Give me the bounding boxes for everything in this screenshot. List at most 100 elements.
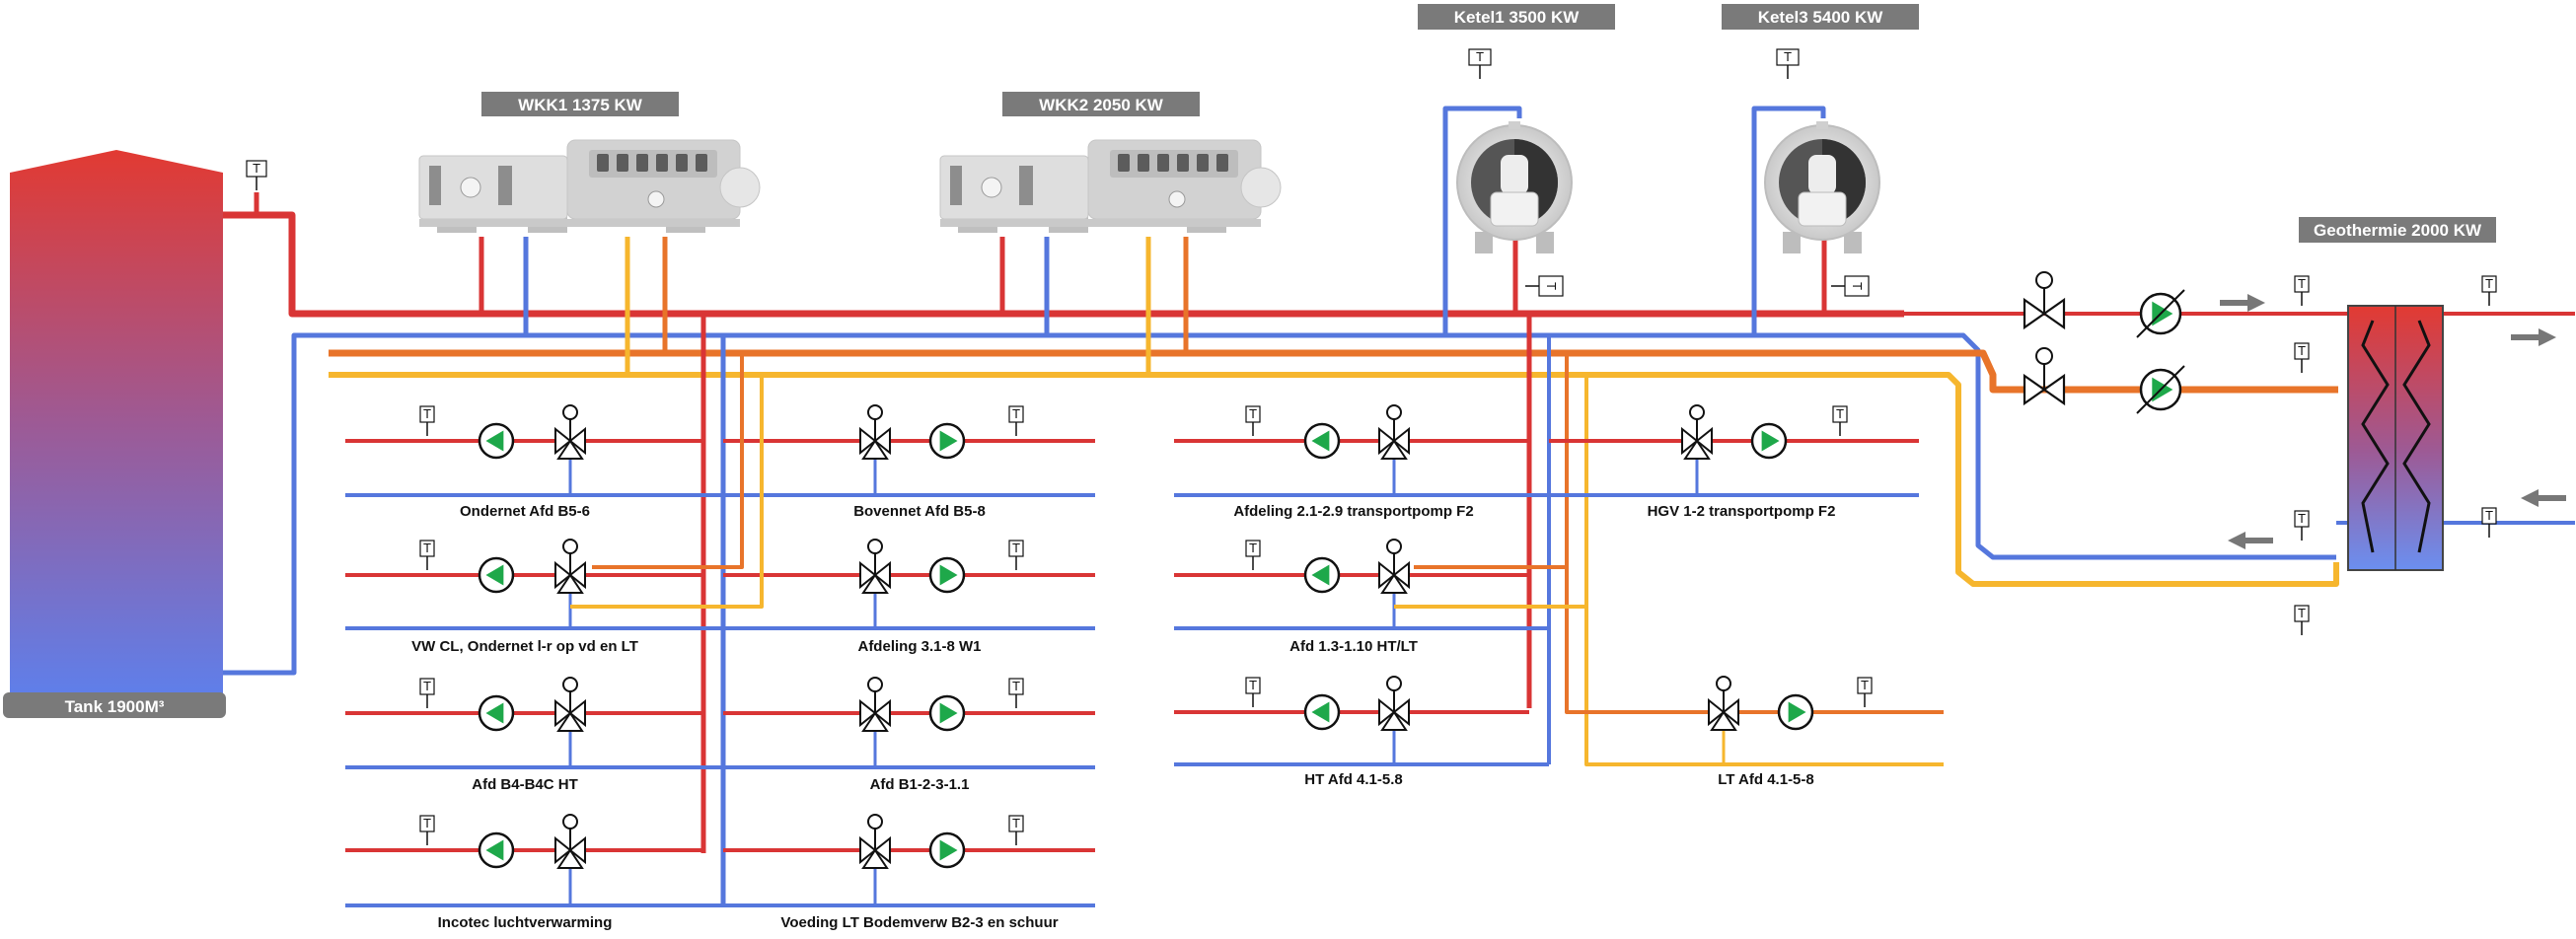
pump-icon[interactable] — [478, 831, 515, 869]
circuit-label-2: Bovennet Afd B5-8 — [853, 503, 986, 520]
main-cold-header — [223, 332, 2336, 676]
mid-riser-right — [1565, 353, 1944, 714]
temperature-sensor-icon: T — [246, 160, 267, 190]
sensor-letter: T — [422, 542, 431, 555]
sensor-letter: T — [2297, 277, 2306, 291]
boiler-icon[interactable] — [1456, 121, 1573, 253]
three-way-valve-icon[interactable] — [554, 539, 586, 594]
buffer-tank[interactable]: Tank 1900M³ — [3, 150, 226, 718]
sensor-letter: T — [1248, 407, 1257, 421]
circuit-label-11: Afd 1.3-1.10 HT/LT — [1289, 638, 1418, 655]
pump-icon[interactable] — [2136, 365, 2185, 414]
temperature-sensor-icon: T — [2294, 510, 2310, 541]
pump-icon[interactable] — [928, 556, 966, 594]
sensor-letter: T — [1835, 407, 1844, 421]
temperature-sensor-icon: T — [2294, 342, 2310, 373]
sensor-letter: T — [2297, 344, 2306, 358]
pump-icon[interactable] — [1777, 693, 1814, 731]
ketel3-title: Ketel3 5400 KW — [1722, 4, 1919, 30]
chp-engine-icon[interactable] — [939, 139, 1282, 233]
three-way-valve-icon[interactable] — [859, 539, 891, 594]
sensor-letter: T — [2484, 509, 2493, 523]
circuit-label-5: Afd B4-B4C HT — [472, 776, 578, 793]
circuit-label-1: Ondernet Afd B5-6 — [460, 503, 590, 520]
sensor-letter: T — [1248, 542, 1257, 555]
pump-icon[interactable] — [1303, 693, 1341, 731]
pump-icon[interactable] — [478, 694, 515, 732]
sensor-letter: T — [1850, 281, 1864, 290]
three-way-valve-icon[interactable] — [1708, 676, 1739, 731]
flow-arrow-icon — [2521, 489, 2566, 507]
sensor-letter: T — [1544, 281, 1558, 290]
temperature-sensor-icon: T — [1008, 815, 1024, 845]
heat-exchanger-icon[interactable] — [2347, 305, 2444, 571]
temperature-sensor-icon: T — [1468, 48, 1492, 79]
wkk2-label: WKK2 2050 KW — [1039, 96, 1164, 114]
temperature-sensor-icon: T — [1525, 275, 1564, 297]
three-way-valve-icon[interactable] — [859, 677, 891, 732]
three-way-valve-icon[interactable] — [554, 404, 586, 460]
temperature-sensor-icon: T — [1857, 677, 1873, 707]
temperature-sensor-icon: T — [1245, 540, 1261, 570]
circuit-label-8: Voeding LT Bodemverw B2-3 en schuur — [780, 914, 1058, 931]
circuit-labels: Ondernet Afd B5-6 Bovennet Afd B5-8 VW C… — [411, 503, 1835, 931]
sensor-letter: T — [1011, 680, 1020, 693]
three-way-valve-icon[interactable] — [859, 814, 891, 869]
sensor-letter: T — [422, 407, 431, 421]
three-way-valve-icon[interactable] — [554, 677, 586, 732]
sensor-letter: T — [1248, 679, 1257, 692]
pump-icon[interactable] — [928, 831, 966, 869]
tank-label: Tank 1900M³ — [65, 697, 165, 716]
circuit-label-13: LT Afd 4.1-5-8 — [1718, 771, 1814, 788]
wkk2-title: WKK2 2050 KW — [1002, 92, 1200, 116]
three-way-valve-icon[interactable] — [554, 814, 586, 869]
flow-arrow-icon — [2511, 328, 2556, 346]
temperature-sensor-icon: T — [1832, 405, 1848, 436]
wkk1-title: WKK1 1375 KW — [481, 92, 679, 116]
sensor-letter: T — [2484, 277, 2493, 291]
two-way-valve-icon[interactable] — [2023, 347, 2066, 406]
ketel1-title: Ketel1 3500 KW — [1418, 4, 1615, 30]
three-way-valve-icon[interactable] — [859, 404, 891, 460]
sensor-letter: T — [1860, 679, 1869, 692]
chp-engine-icon[interactable] — [418, 139, 761, 233]
pump-icon[interactable] — [478, 422, 515, 460]
geo-title: Geothermie 2000 KW — [2299, 217, 2496, 243]
ketel1-label: Ketel1 3500 KW — [1454, 8, 1581, 27]
pump-icon[interactable] — [478, 556, 515, 594]
sensor-letter: T — [1783, 50, 1792, 64]
sensor-letter: T — [1475, 50, 1484, 64]
pump-icon[interactable] — [1750, 422, 1788, 460]
equipment — [418, 121, 2444, 571]
sensor-letter: T — [422, 680, 431, 693]
circuit-label-10: HGV 1-2 transportpomp F2 — [1648, 503, 1836, 520]
temperature-sensor-icon: T — [1245, 405, 1261, 436]
circuit-label-4: Afdeling 3.1-8 W1 — [857, 638, 981, 655]
boiler-icon[interactable] — [1764, 121, 1880, 253]
two-way-valve-icon[interactable] — [2023, 271, 2066, 330]
sensor-letter: T — [2297, 607, 2306, 620]
circuit-label-7: Incotec luchtverwarming — [438, 914, 613, 931]
temperature-sensor-icon: T — [419, 815, 435, 845]
temperature-sensor-icon: T — [2294, 605, 2310, 635]
sensor-letter: T — [1011, 542, 1020, 555]
low-riser-right — [1584, 375, 1944, 766]
three-way-valve-icon[interactable] — [1378, 404, 1410, 460]
temperature-sensor-icon: T — [419, 540, 435, 570]
pump-icon[interactable] — [1303, 422, 1341, 460]
pump-icon[interactable] — [928, 694, 966, 732]
pump-icon[interactable] — [2136, 289, 2185, 338]
sensor-letter: T — [1011, 407, 1020, 421]
temperature-sensor-icon: T — [1831, 275, 1870, 297]
three-way-valve-icon[interactable] — [1681, 404, 1713, 460]
wkk1-label: WKK1 1375 KW — [518, 96, 643, 114]
sensor-letter: T — [422, 817, 431, 831]
pump-icon[interactable] — [1303, 556, 1341, 594]
three-way-valve-icon[interactable] — [1378, 676, 1410, 731]
three-way-valve-icon[interactable] — [1378, 539, 1410, 594]
sensor-letter: T — [2297, 512, 2306, 526]
ketel3-label: Ketel3 5400 KW — [1758, 8, 1884, 27]
pump-icon[interactable] — [928, 422, 966, 460]
temperature-sensor-icon: T — [1008, 678, 1024, 708]
ketel3-return — [1751, 106, 1826, 335]
